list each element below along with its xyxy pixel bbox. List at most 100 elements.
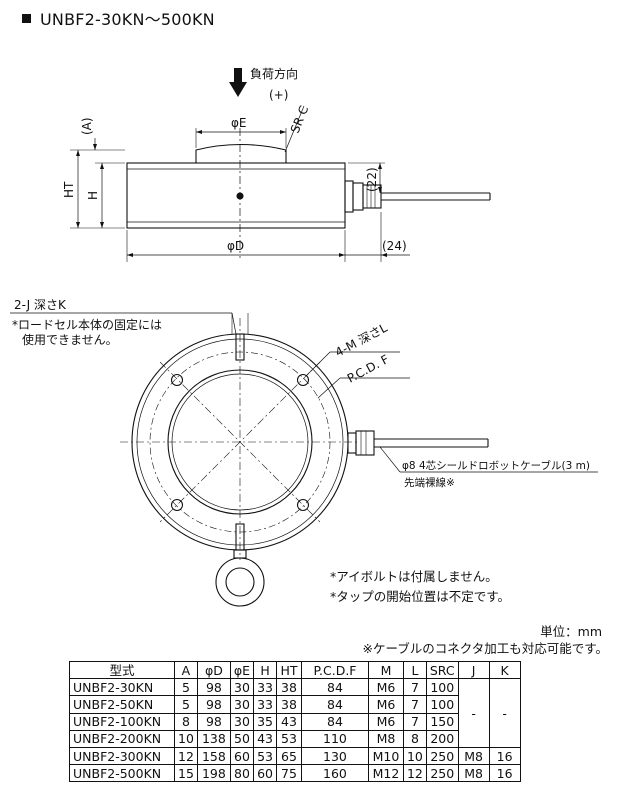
top-cable-connector <box>347 432 357 454</box>
table-cell: 100 <box>425 678 459 697</box>
table-cell: 7 <box>402 678 427 697</box>
table-cell: 160 <box>300 764 369 783</box>
table-cell-merged: - <box>457 678 490 748</box>
load-sign-label: (+) <box>269 88 288 102</box>
table-cell: 30 <box>229 712 255 731</box>
dim-A-label: (A) <box>80 117 94 135</box>
table-cell: 43 <box>253 729 277 748</box>
unit-label: 単位：mm <box>540 624 602 639</box>
table-cell: 84 <box>300 712 369 731</box>
table-cell: 35 <box>253 712 277 731</box>
table-cell: UNBF2-300KN <box>69 746 175 766</box>
table-cell: 16 <box>488 764 521 783</box>
label-pcd: P.C.D. F <box>345 352 392 386</box>
note-tap: *タップの開始位置は不定です。 <box>330 589 511 604</box>
note-fixing-line1: *ロードセル本体の固定には <box>12 317 162 332</box>
table-cell: 98 <box>196 712 231 731</box>
col-header: HT <box>275 660 302 680</box>
table-cell: 80 <box>229 764 255 783</box>
col-header: M <box>367 660 404 680</box>
table-cell: 53 <box>253 746 277 766</box>
col-header: L <box>402 660 427 680</box>
table-cell: 60 <box>229 746 255 766</box>
table-cell: 30 <box>229 695 255 714</box>
dim-phiD-label: φD <box>227 239 244 253</box>
table-cell: 10 <box>174 729 198 748</box>
eyebolt-ring <box>215 557 265 607</box>
table-cell: 38 <box>275 678 302 697</box>
table-cell: 33 <box>253 695 277 714</box>
table-cell: 38 <box>275 695 302 714</box>
label-2J: 2-J 深さK <box>14 298 67 312</box>
col-header: 型式 <box>69 660 175 680</box>
table-cell: 84 <box>300 695 369 714</box>
bullet-square-icon <box>22 14 31 23</box>
table-cell: 12 <box>402 764 427 783</box>
table-cell: 30 <box>229 678 255 697</box>
table-cell: M12 <box>367 764 404 783</box>
col-header: H <box>253 660 277 680</box>
table-cell: 75 <box>275 764 302 783</box>
side-view-drawing: 負荷方向 (+) φE SR C (A) HT H (22) φD (24) <box>62 66 491 262</box>
table-cell: 65 <box>275 746 302 766</box>
side-center-hole <box>236 192 244 200</box>
dim-H-label: H <box>86 191 100 200</box>
dim-22-label: (22) <box>365 167 379 192</box>
table-cell: UNBF2-30KN <box>69 678 175 697</box>
table-cell: UNBF2-200KN <box>69 729 175 748</box>
table-cell: M8 <box>457 746 490 766</box>
cable-spec-line1: φ8 4芯シールドロボットケーブル(3 m) <box>402 459 590 472</box>
table-cell: 110 <box>300 729 369 748</box>
table-cell: 33 <box>253 678 277 697</box>
table-cell: M6 <box>367 695 404 714</box>
table-cell: 250 <box>425 746 459 766</box>
connector-note: ※ケーブルのコネクタ加工も対応可能です。 <box>362 641 608 656</box>
table-cell: M8 <box>457 764 490 783</box>
cable-spec-line2: 先端裸線※ <box>404 476 455 489</box>
loading-dome <box>195 143 287 163</box>
note-fixing-line2: 使用できません。 <box>22 332 118 347</box>
spec-table: 型式 A φD φE H HT P.C.D.F M L SRC J K UNBF… <box>69 660 521 783</box>
table-cell: 200 <box>425 729 459 748</box>
table-cell: 84 <box>300 678 369 697</box>
tap-hole-top <box>235 333 245 361</box>
table-cell: 60 <box>253 764 277 783</box>
table-cell: 8 <box>174 712 198 731</box>
page-title-text: UNBF2-30KN～500KN <box>40 10 215 29</box>
table-cell: UNBF2-50KN <box>69 695 175 714</box>
table-cell: 43 <box>275 712 302 731</box>
table-cell: UNBF2-500KN <box>69 764 175 783</box>
bolt-hole <box>170 373 184 387</box>
top-view-drawing: 2-J 深さK *ロードセル本体の固定には 使用できません。 4-M 深さL P… <box>10 298 598 607</box>
table-cell: 10 <box>402 746 427 766</box>
dim-HT-label: HT <box>62 181 76 198</box>
table-cell: 250 <box>425 764 459 783</box>
table-cell: 100 <box>425 695 459 714</box>
col-header: K <box>488 660 521 680</box>
table-cell: 15 <box>174 764 198 783</box>
table-cell: M6 <box>367 678 404 697</box>
table-cell: 198 <box>196 764 231 783</box>
table-cell: 53 <box>275 729 302 748</box>
table-cell: 50 <box>229 729 255 748</box>
table-cell: 98 <box>196 695 231 714</box>
table-cell: 5 <box>174 695 198 714</box>
col-header: P.C.D.F <box>300 660 369 680</box>
table-cell: M8 <box>367 729 404 748</box>
table-cell: 98 <box>196 678 231 697</box>
table-cell: 16 <box>488 746 521 766</box>
col-header: SRC <box>425 660 459 680</box>
dim-24-label: (24) <box>382 239 407 253</box>
dim-phiE-label: φE <box>231 116 247 130</box>
bolt-hole <box>296 498 310 512</box>
table-cell: 5 <box>174 678 198 697</box>
table-cell: 7 <box>402 695 427 714</box>
col-header: A <box>174 660 198 680</box>
table-cell: 158 <box>196 746 231 766</box>
table-cell: M6 <box>367 712 404 731</box>
